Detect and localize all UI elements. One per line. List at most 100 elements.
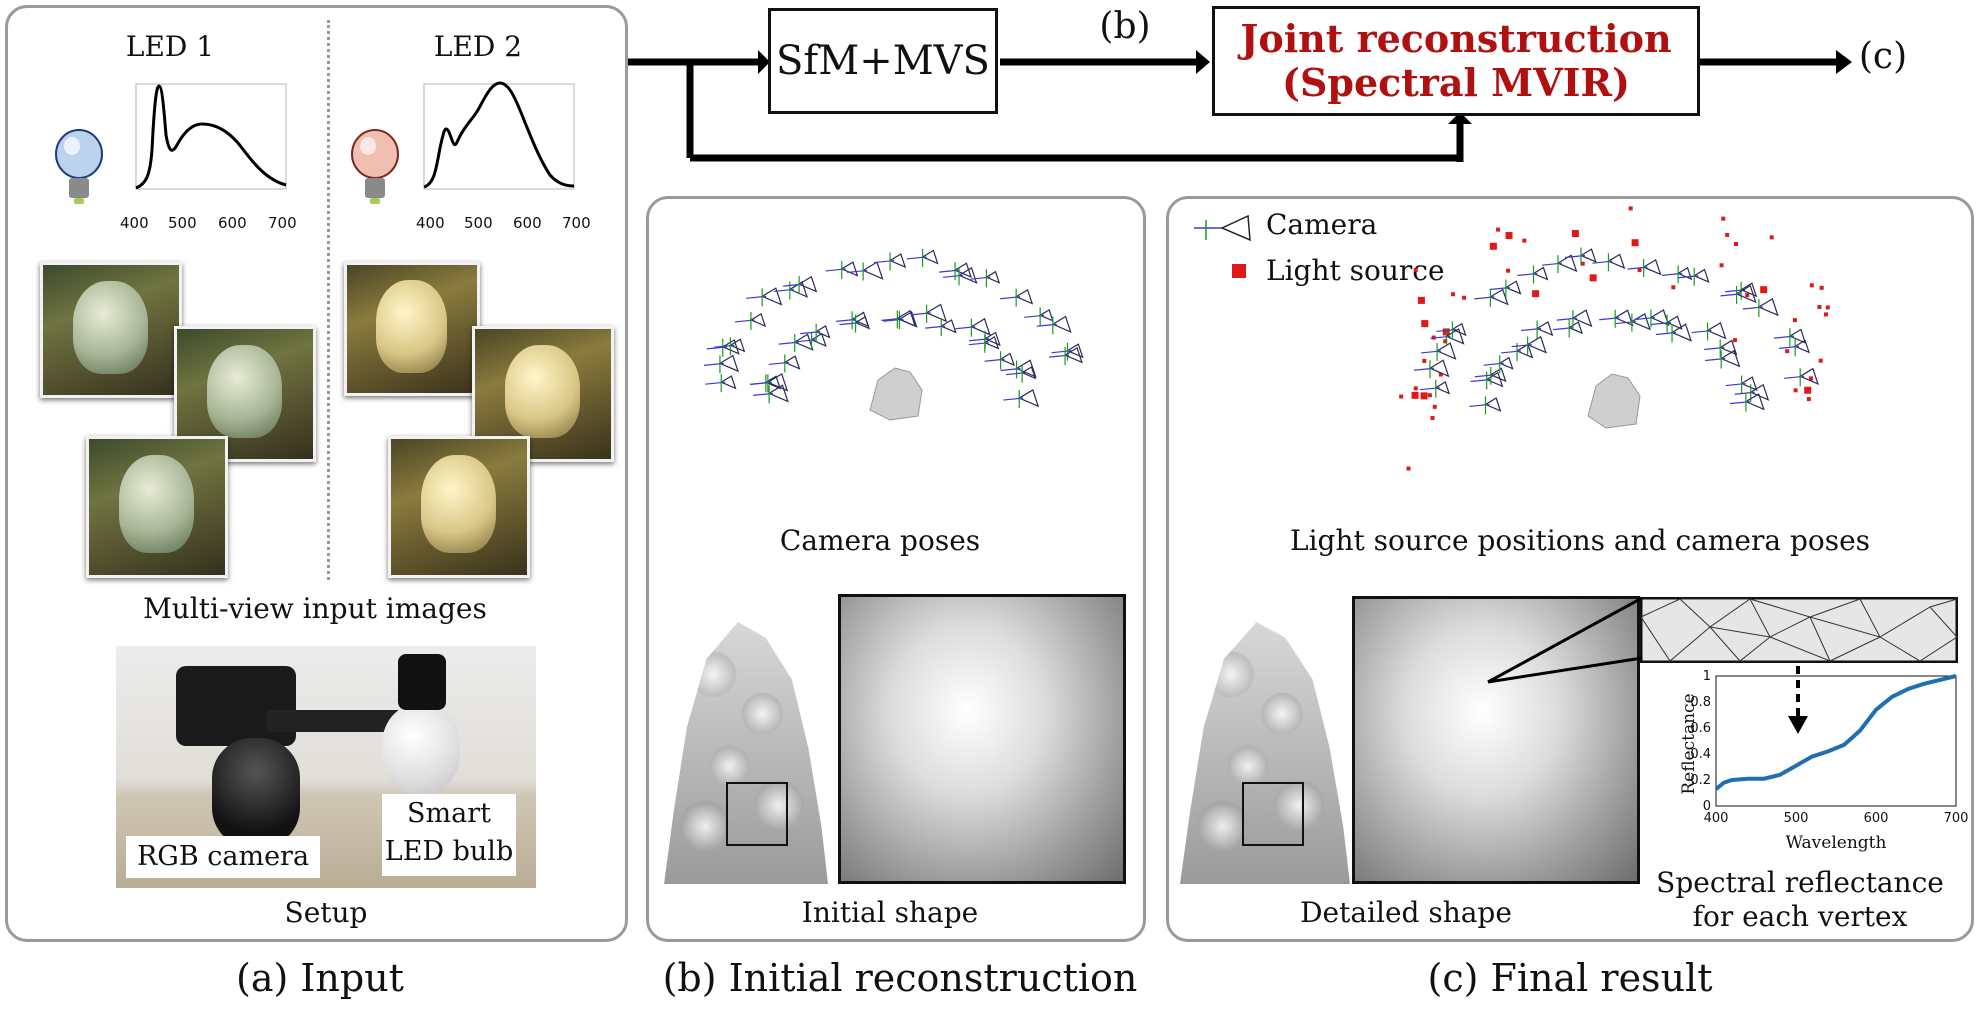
camera-axis [1662, 272, 1683, 276]
camera-frustum [1744, 393, 1765, 411]
camera-axis [1000, 367, 1021, 372]
light-source-marker [1506, 268, 1511, 273]
camera-frustum [1428, 359, 1450, 378]
camera-axis [1691, 329, 1712, 334]
camera-frustum [797, 275, 818, 293]
led2-spectrum-curve [423, 81, 575, 189]
camera-lens [212, 738, 300, 848]
camera-frustum [921, 249, 939, 265]
camera-frustum [729, 338, 746, 353]
camera-frustum [1798, 367, 1819, 385]
camera-axis [1615, 320, 1636, 325]
camera-axis [1430, 335, 1451, 339]
camera-frustum [1757, 298, 1779, 317]
camera-frustum [764, 375, 782, 390]
camera-axis [1720, 293, 1741, 297]
led2-title: LED 2 [433, 30, 523, 63]
camera-axis [705, 381, 726, 385]
camera-frustum [985, 270, 1001, 284]
camera-frustum [1630, 312, 1651, 331]
camera-axis [1704, 346, 1725, 351]
camera-frustum [854, 315, 871, 330]
light-source-marker [1422, 358, 1427, 363]
camera-axis [1489, 286, 1510, 291]
camera-frustum [814, 325, 831, 339]
light-source-marker [1732, 338, 1737, 343]
camera-frustum [1535, 321, 1554, 337]
light-source-marker [1399, 394, 1404, 399]
camera-axis [939, 269, 960, 273]
camera-axis [1517, 272, 1538, 277]
light-source-marker [1809, 283, 1814, 288]
camera-axis [778, 341, 799, 345]
camera-axis [1511, 344, 1532, 348]
setup-bulb-label-line1: Smart [407, 798, 491, 829]
light-and-camera-poses-plot [1399, 206, 1830, 471]
camera-frustum [1484, 397, 1502, 412]
reflectance-xtick: 700 [1944, 811, 1969, 826]
light-source-legend-marker [1232, 264, 1246, 278]
camera-frustum [983, 331, 1001, 347]
detailed-shape-zoom-region [1242, 782, 1304, 846]
camera-frustum [1642, 258, 1662, 276]
camera-axis [1470, 378, 1491, 383]
camera-frustum [1498, 356, 1514, 370]
camera-frustum [1676, 266, 1693, 281]
light-source-marker [1411, 391, 1419, 399]
reflectance-ytick: 0.2 [1690, 773, 1711, 788]
light-source-marker [1825, 305, 1830, 310]
camera-axis [942, 274, 964, 278]
light-source-marker [1785, 349, 1790, 354]
camera-frustum [793, 333, 814, 351]
camera-frustum [1739, 282, 1758, 298]
multiview-caption: Multi-view input images [143, 592, 487, 625]
camera-axis [955, 326, 976, 330]
camera-frustum [1665, 315, 1683, 330]
camera-frustum [1526, 335, 1547, 354]
camera-axis [925, 325, 946, 329]
camera-axis [825, 268, 846, 272]
camera-axis [1036, 323, 1057, 327]
camera-poses-caption: Camera poses [779, 524, 981, 557]
light-source-marker [1438, 372, 1443, 377]
camera-axis [969, 338, 990, 342]
camera-frustum [783, 355, 801, 370]
light-source-marker [1589, 274, 1597, 282]
camera-body [176, 666, 296, 746]
camera-frustum [1579, 248, 1597, 263]
camera-axis [1634, 316, 1656, 321]
light-source-marker [1792, 318, 1797, 323]
light-source-marker [1489, 242, 1497, 250]
red-bulb-icon [351, 129, 399, 204]
light-source-marker [1671, 285, 1676, 290]
camera-frustum [970, 317, 991, 336]
camera-axis [1592, 260, 1613, 264]
camera-axis [773, 288, 794, 293]
camera-axis [1627, 266, 1648, 270]
reflectance-axes-frame [1715, 675, 1957, 807]
camera-frustum [1532, 266, 1549, 281]
camera-axis [906, 256, 927, 260]
camera-axis [1469, 403, 1490, 408]
camera-frustum [1649, 309, 1670, 327]
reflectance-ytick: 0.8 [1690, 695, 1711, 710]
setup-caption: Setup [284, 896, 368, 929]
camera-frustum [896, 309, 917, 328]
camera-axis [768, 361, 789, 366]
camera-frustum [1793, 339, 1810, 354]
camera-axis [847, 269, 868, 274]
flow-b-label: (b) [1099, 6, 1151, 47]
camera-axis [1779, 345, 1800, 349]
camera-frustum [1017, 389, 1040, 408]
led1-title: LED 1 [125, 30, 215, 63]
camera-frustum [767, 384, 789, 403]
light-source-marker [1769, 235, 1774, 240]
reflectance-ytick: 1 [1703, 669, 1711, 684]
mesh-triangles-closeup [1640, 597, 1958, 663]
camera-frustum [1485, 371, 1504, 388]
reflectance-caption-line1: Spectral reflectance [1656, 866, 1944, 899]
light-source-marker [1745, 293, 1750, 298]
camera-axis [839, 322, 860, 326]
camera-frustum [1571, 309, 1593, 328]
camera-frustum [1451, 322, 1467, 337]
